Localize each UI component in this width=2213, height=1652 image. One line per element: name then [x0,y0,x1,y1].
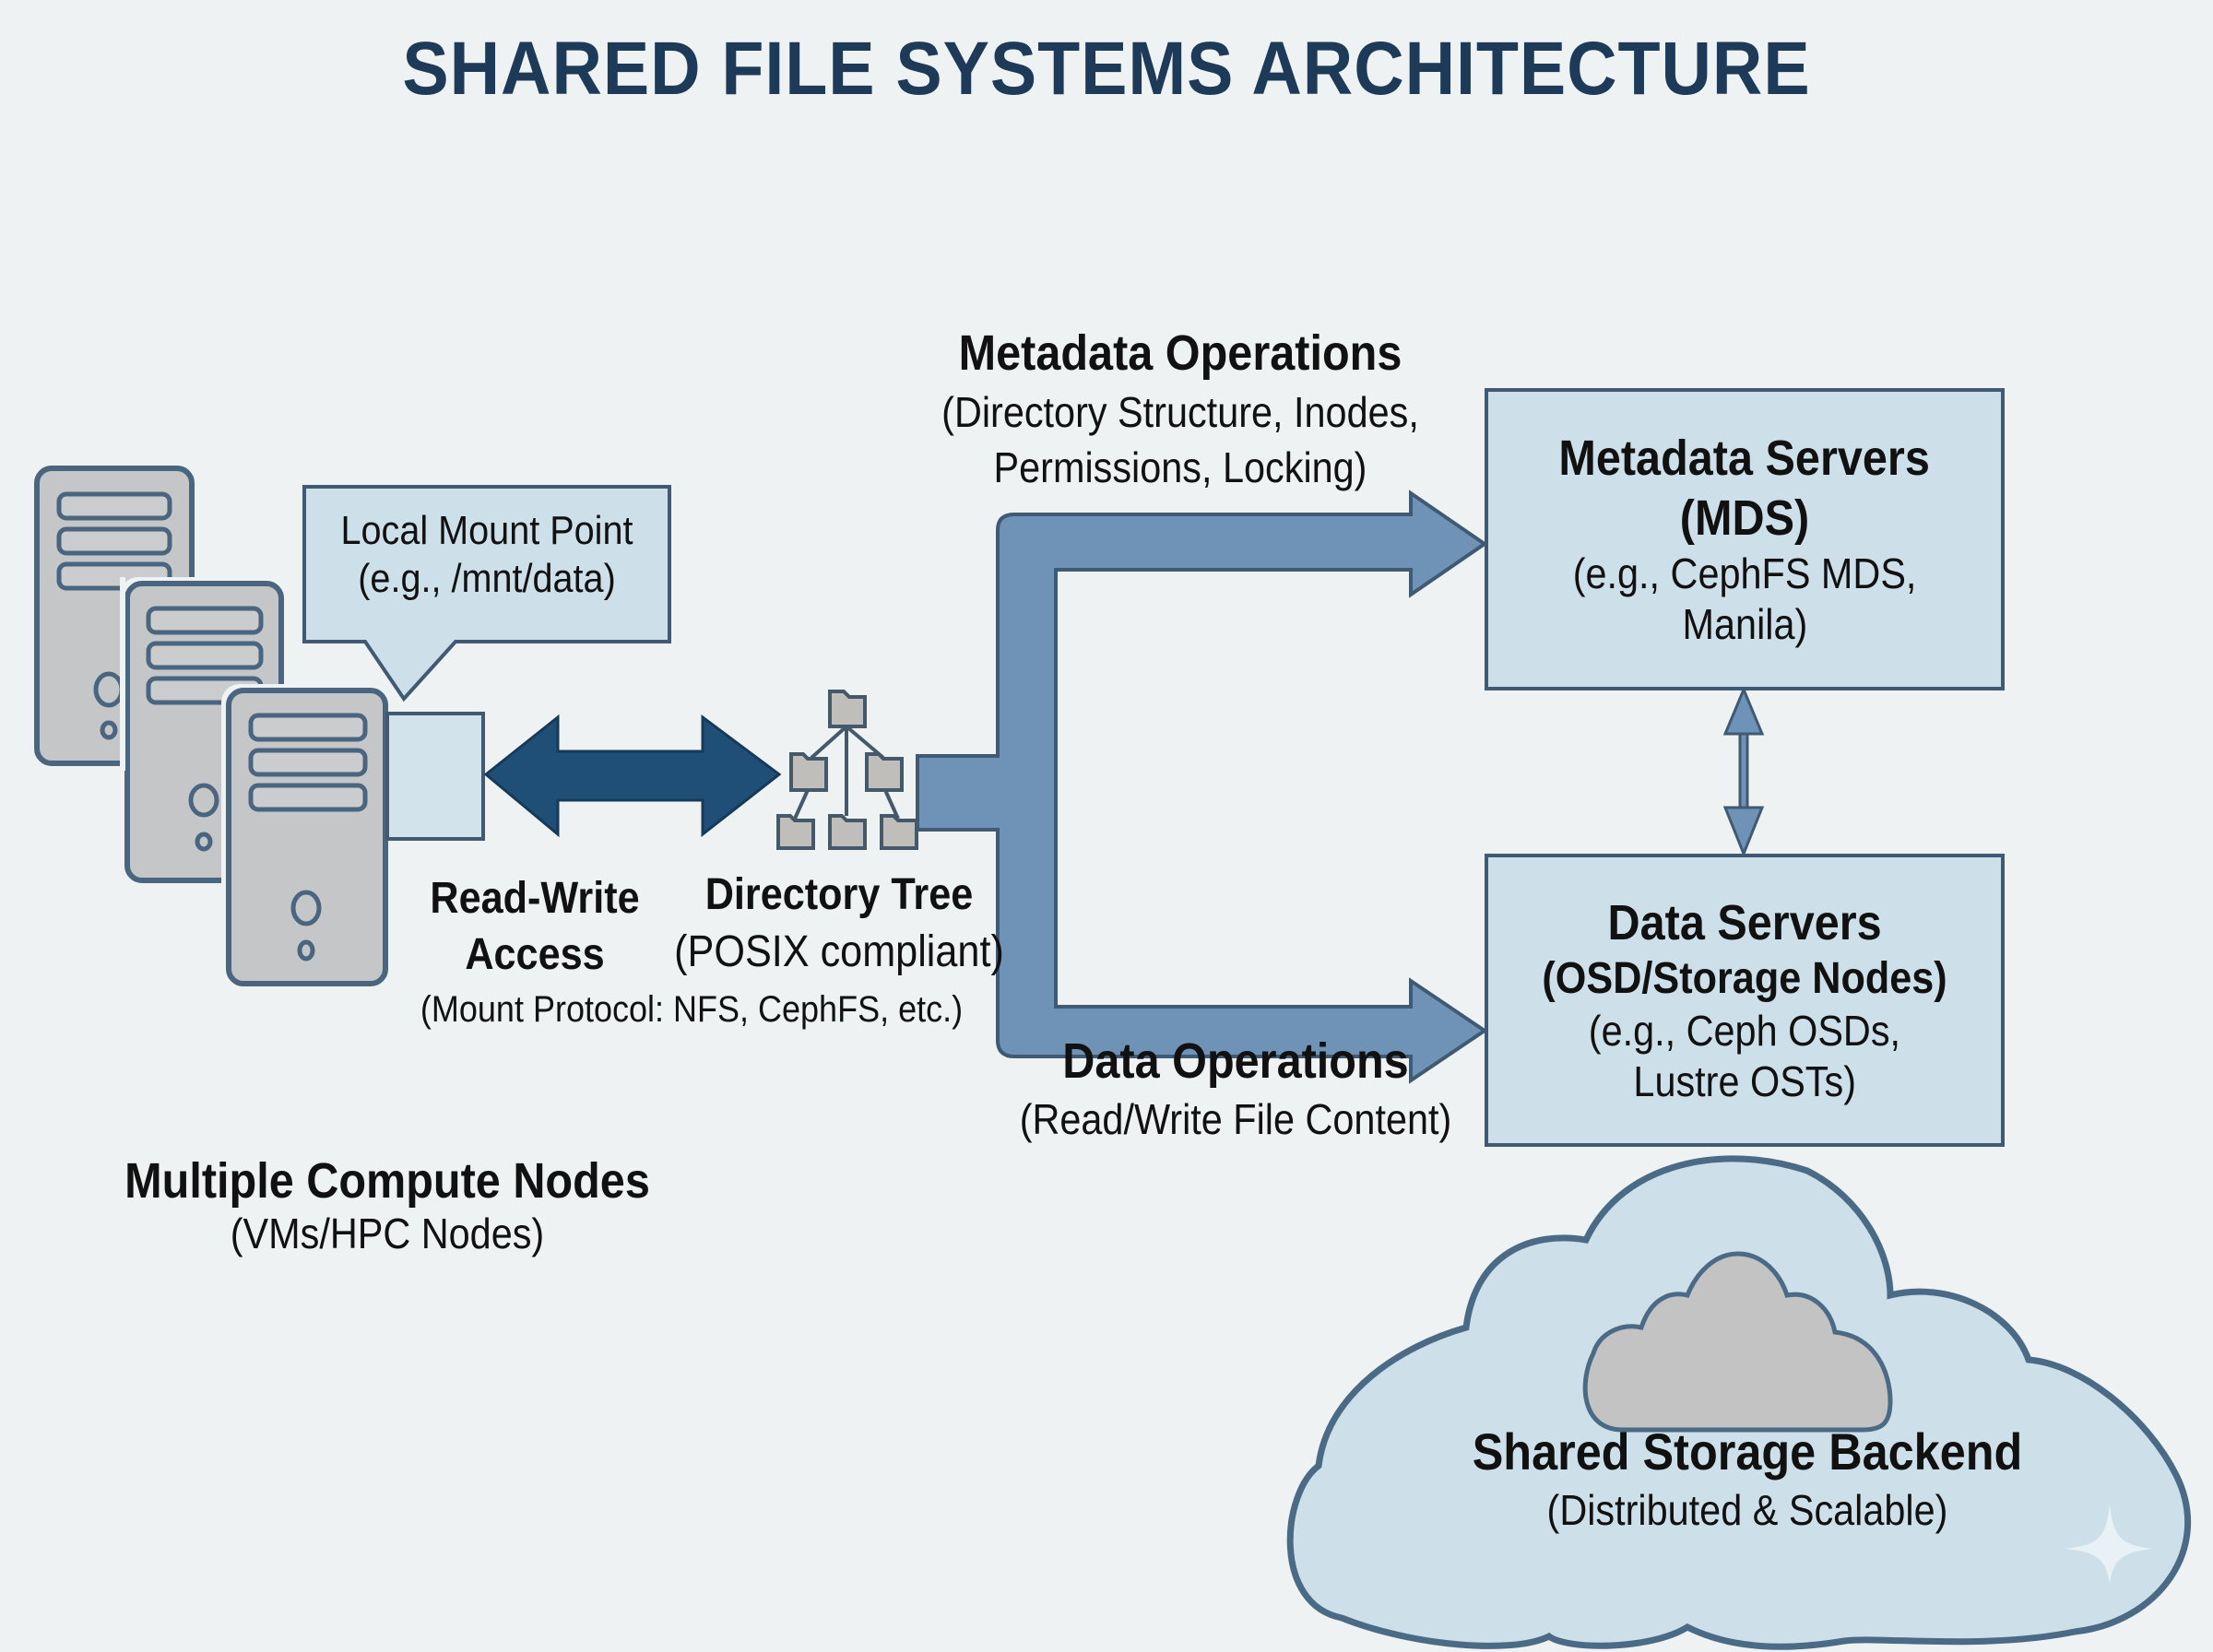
mds-title-line2: (MDS) [1679,490,1810,546]
sparkle-icon [2065,1504,2153,1584]
compute-nodes-label: Multiple Compute Nodes (VMs/HPC Nodes) [55,1152,719,1258]
mds-example-line2: Manila) [1682,599,1807,648]
read-write-double-arrow [483,714,782,838]
mount-protocol-text: (Mount Protocol: NFS, CephFS, etc.) [420,989,964,1030]
data-operations-label: Data Operations (Read/Write File Content… [959,1031,1512,1146]
mount-protocol-label: (Mount Protocol: NFS, CephFS, etc.) [378,988,1005,1032]
backend-title: Shared Storage Backend [1472,1422,2023,1481]
access-title-line1: Read-Write [430,874,640,923]
mount-point-callout [302,485,671,702]
mount-point-example: (e.g., /mnt/data) [358,555,616,601]
mds-data-double-arrow [1722,686,1765,858]
backend-subtitle: (Distributed & Scalable) [1546,1486,1948,1534]
metadata-operations-line1: (Directory Structure, Inodes, [941,388,1419,437]
directory-tree-icon [776,690,918,850]
metadata-operations-title: Metadata Operations [958,325,1402,381]
shared-storage-backend-label: Shared Storage Backend (Distributed & Sc… [1383,1420,2112,1538]
directory-tree-title: Directory Tree [704,870,974,919]
metadata-data-branch-arrow [916,490,1488,1084]
server-tower-icon [221,684,391,990]
data-servers-example-line1: (e.g., Ceph OSDs, [1588,1007,1901,1055]
directory-tree-label: Directory Tree (POSIX compliant) [645,867,1033,982]
metadata-servers-box: Metadata Servers (MDS) (e.g., CephFS MDS… [1485,388,2005,690]
metadata-operations-line2: Permissions, Locking) [993,442,1367,491]
data-servers-title-line2: (OSD/Storage Nodes) [1542,954,1947,1004]
compute-nodes-title: Multiple Compute Nodes [124,1153,650,1209]
data-servers-box: Data Servers (OSD/Storage Nodes) (e.g., … [1485,854,2005,1147]
mds-example-line1: (e.g., CephFS MDS, [1572,549,1917,597]
data-servers-title-line1: Data Servers [1607,894,1882,950]
storage-cloud-inner-icon [1582,1251,1893,1433]
data-servers-example-line2: Lustre OSTs) [1633,1057,1856,1106]
mount-point-title: Local Mount Point [340,508,633,553]
read-write-access-label: Read-Write Access [396,870,673,984]
metadata-operations-label: Metadata Operations (Directory Structure… [885,321,1475,496]
mds-title-line1: Metadata Servers [1558,431,1931,487]
page-title: SHARED FILE SYSTEMS ARCHITECTURE [402,27,1811,111]
mount-point-label: Local Mount Point (e.g., /mnt/data) [304,507,669,603]
mount-point-tab [385,712,485,841]
directory-tree-subtitle: (POSIX compliant) [674,927,1004,977]
access-title-line2: Access [465,930,605,980]
compute-nodes-subtitle: (VMs/HPC Nodes) [230,1210,545,1258]
data-operations-subtitle: (Read/Write File Content) [1019,1094,1452,1143]
data-operations-title: Data Operations [1062,1033,1409,1089]
